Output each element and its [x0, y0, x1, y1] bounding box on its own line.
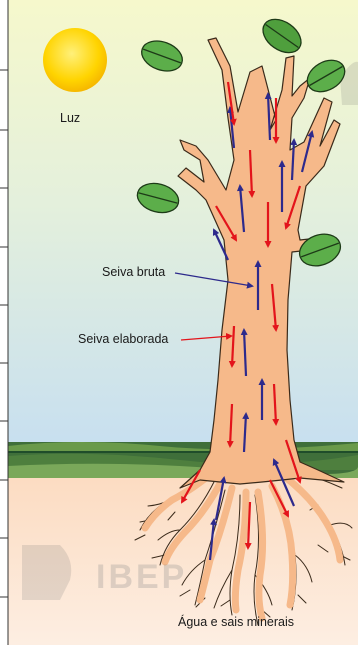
water-minerals-label: Água e sais minerais — [178, 615, 294, 629]
watermark-text: IBEP — [96, 559, 187, 595]
sun-icon — [43, 28, 107, 92]
left-scale-ticks — [0, 0, 8, 645]
light-label: Luz — [60, 111, 80, 125]
raw-sap-label: Seiva bruta — [102, 265, 165, 279]
processed-sap-label: Seiva elaborada — [78, 332, 168, 346]
